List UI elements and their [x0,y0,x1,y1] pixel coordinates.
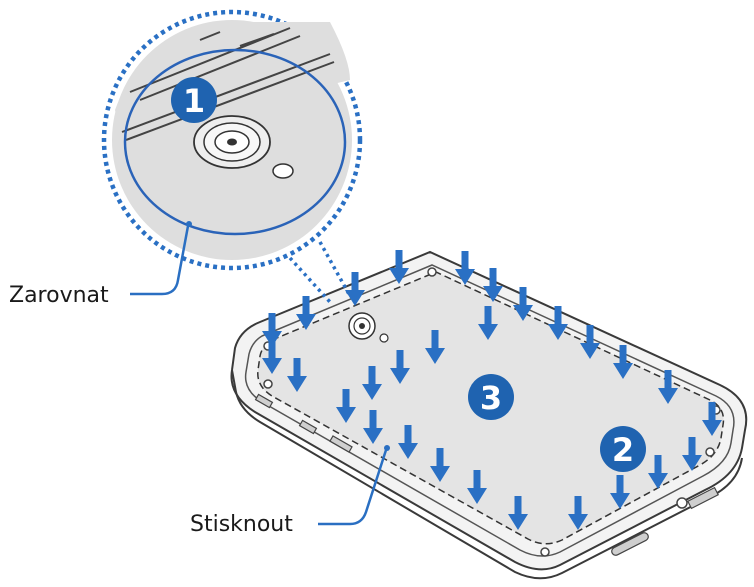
flash-detail-icon [273,164,293,178]
magnified-detail [104,12,360,268]
camera-lens-detail-icon [194,116,270,168]
step-number-2: 2 [612,431,634,469]
camera-lens-icon [349,313,375,339]
step-badge-3: 3 [468,374,514,420]
step-number-3: 3 [480,379,502,417]
step-number-1: 1 [183,82,205,120]
flash-icon [380,334,388,342]
press-label: Stisknout [190,512,293,537]
step-badge-1: 1 [171,77,217,123]
step-badge-2: 2 [600,426,646,472]
align-label: Zarovnat [9,283,109,308]
audio-jack [677,498,687,508]
